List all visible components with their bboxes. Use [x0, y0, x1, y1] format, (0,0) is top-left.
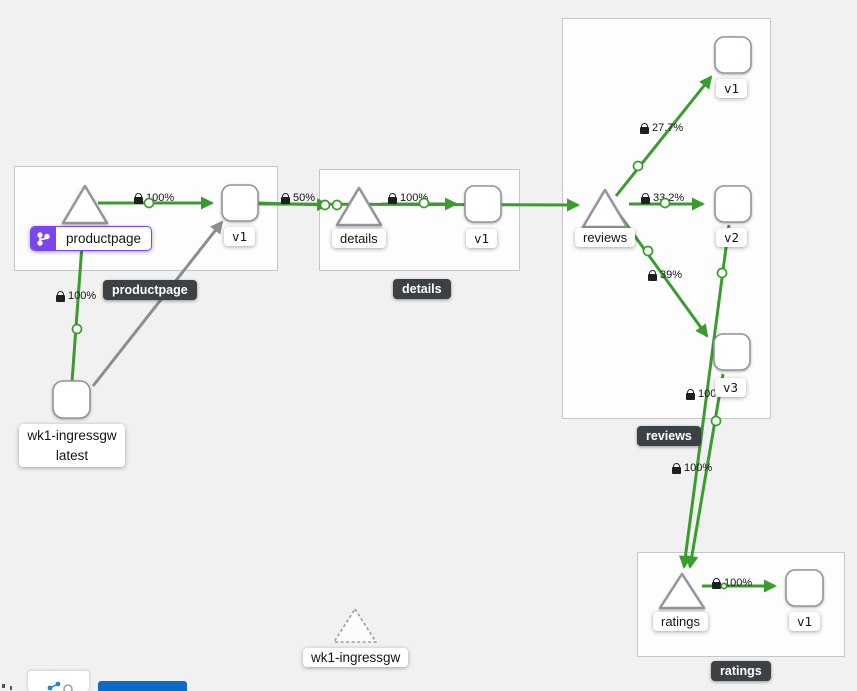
app-badge-reviews: reviews	[637, 426, 701, 446]
edge-label-productpage-v1-to-details[interactable]: 50%	[281, 192, 315, 204]
node-reviews-v2[interactable]	[714, 185, 752, 223]
edge-label-reviews-to-v2[interactable]: 33.2%	[641, 192, 684, 204]
label-ratings-service[interactable]: ratings	[653, 612, 709, 631]
edge-reviews-to-v1[interactable]	[614, 75, 713, 197]
node-productpage-v1[interactable]	[221, 184, 259, 222]
edge-label-ingress-to-productpage[interactable]: 100%	[56, 290, 96, 302]
label-ingress-service[interactable]: wk1-ingressgw	[303, 648, 409, 667]
toolbar-fragment	[2, 682, 16, 690]
edge-percentage: 100%	[400, 192, 429, 204]
edge-label-reviews-to-v3[interactable]: 39%	[648, 269, 682, 281]
app-badge-ratings: ratings	[711, 661, 771, 681]
mtls-lock-icon	[672, 462, 681, 474]
edge-percentage: 27.7%	[652, 122, 684, 134]
label-reviews-v2[interactable]: v2	[716, 228, 748, 247]
label-details-service[interactable]: details	[332, 229, 386, 248]
node-productpage-service[interactable]	[61, 184, 109, 225]
edge-label-ratings-to-v1[interactable]: 100%	[712, 577, 752, 589]
edge-percentage: 100%	[724, 577, 753, 589]
mtls-lock-icon	[648, 269, 657, 281]
mtls-lock-icon	[712, 577, 721, 589]
edge-ingress-to-productpage-v1[interactable]	[91, 220, 224, 387]
workload-name: wk1-ingressgw	[27, 428, 117, 443]
node-details-service[interactable]	[335, 186, 383, 227]
mtls-lock-icon	[641, 192, 650, 204]
node-reviews-service[interactable]	[581, 188, 629, 229]
node-reviews-v3[interactable]	[713, 333, 751, 371]
node-ingress-service-idle[interactable]	[333, 608, 377, 643]
node-label: productpage	[66, 231, 142, 246]
mtls-lock-icon	[134, 192, 143, 204]
mini-graph-icon	[47, 681, 73, 691]
edge-label-reviews-to-v1[interactable]: 27.7%	[640, 122, 683, 134]
edge-percentage: 100%	[146, 192, 175, 204]
mtls-lock-icon	[640, 122, 649, 134]
edge-percentage: 100%	[684, 462, 713, 474]
graph-tool-chip[interactable]	[28, 671, 89, 691]
label-reviews-service[interactable]: reviews	[575, 228, 636, 247]
label-reviews-v1[interactable]: v1	[716, 79, 748, 98]
edge-percentage: 50%	[293, 192, 316, 204]
label-reviews-v3[interactable]: v3	[715, 378, 747, 397]
edge-percentage: 39%	[660, 269, 683, 281]
node-details-v1[interactable]	[464, 185, 502, 223]
label-productpage-v1[interactable]: v1	[224, 227, 256, 246]
label-ingress-workload[interactable]: wk1-ingressgw latest	[19, 424, 125, 468]
edge-label-productpage-to-v1[interactable]: 100%	[134, 192, 174, 204]
edge-label-reviews-v3-to-ratings[interactable]: 100%	[672, 462, 712, 474]
mtls-lock-icon	[281, 192, 290, 204]
legend-button[interactable]	[98, 681, 187, 691]
edge-reviews-v2-to-ratings[interactable]	[678, 224, 731, 569]
mtls-lock-icon	[686, 388, 695, 400]
app-badge-productpage: productpage	[103, 280, 197, 300]
app-badge-details: details	[393, 279, 451, 299]
edge-productpage-v1-to-details[interactable]	[257, 198, 330, 212]
edge-ingress-to-productpage[interactable]	[70, 229, 89, 383]
edge-percentage: 100%	[68, 290, 97, 302]
edge-percentage: 33.2%	[653, 192, 685, 204]
node-ratings-service[interactable]	[658, 572, 706, 610]
node-ratings-v1[interactable]	[785, 569, 824, 607]
workload-version: latest	[55, 447, 89, 463]
label-productpage-service[interactable]: productpage	[30, 226, 153, 251]
edge-label-details-to-v1[interactable]: 100%	[388, 192, 428, 204]
edge-reviews-v3-to-ratings[interactable]	[685, 373, 725, 569]
node-ingress-workload[interactable]	[52, 380, 91, 419]
mtls-lock-icon	[388, 192, 397, 204]
virtual-service-badge-icon	[31, 227, 56, 250]
node-reviews-v1[interactable]	[714, 36, 752, 74]
mtls-lock-icon	[56, 290, 65, 302]
label-details-v1[interactable]: v1	[466, 229, 498, 248]
label-ratings-v1[interactable]: v1	[789, 612, 821, 631]
